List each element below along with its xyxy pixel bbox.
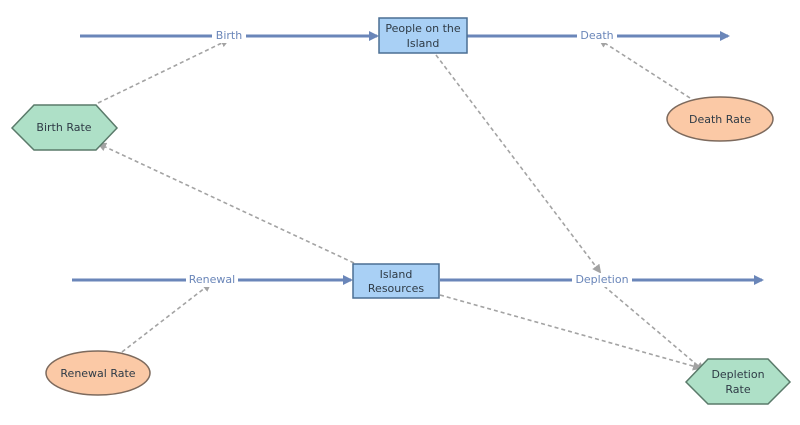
birth-rate-hexagon	[10, 104, 119, 151]
depletion-label-bg	[572, 273, 632, 287]
stock-resources-box	[352, 263, 440, 299]
variable-depletion-rate[interactable]: Depletion Rate	[684, 358, 792, 405]
death-flow-label: Death	[580, 29, 613, 42]
depletion-rate-hexagon	[684, 358, 792, 405]
link-deathrate-to-death[interactable]	[598, 38, 691, 99]
depletion-rate-label-line1: Depletion	[711, 368, 764, 381]
variable-birth-rate[interactable]: Birth Rate	[10, 104, 119, 151]
death-flow-label-group[interactable]: Death	[577, 29, 617, 43]
link-resources-to-birthrate[interactable]	[97, 142, 355, 264]
constant-renewal-rate[interactable]: Renewal Rate	[45, 350, 151, 396]
link-depletion-to-depletionrate[interactable]	[603, 285, 705, 372]
constant-death-rate[interactable]: Death Rate	[666, 96, 774, 142]
birth-flow-label: Birth	[216, 29, 242, 42]
birth-label-bg	[212, 29, 246, 43]
stock-island-resources[interactable]: Island Resources	[352, 263, 440, 299]
stock-people-box	[378, 17, 468, 54]
death-label-bg	[577, 29, 617, 43]
stock-people-label-line1: People on the	[385, 22, 461, 35]
depletion-flow-label-group[interactable]: Depletion	[572, 273, 632, 287]
depletion-flow-label: Depletion	[575, 273, 628, 286]
stock-people-on-the-island[interactable]: People on the Island	[378, 17, 468, 54]
depletion-rate-label-line2: Rate	[725, 383, 750, 396]
renewal-rate-ellipse	[45, 350, 151, 396]
stock-resources-label-line1: Island	[380, 268, 413, 281]
birth-flow-label-group[interactable]: Birth	[212, 29, 246, 43]
link-birthrate-to-birth[interactable]	[97, 39, 230, 104]
stock-people-label-line2: Island	[407, 37, 440, 50]
death-rate-ellipse	[666, 96, 774, 142]
death-rate-label: Death Rate	[689, 113, 751, 126]
renewal-flow-label: Renewal	[189, 273, 235, 286]
link-people-to-depletion[interactable]	[435, 54, 602, 274]
renewal-flow-label-group[interactable]: Renewal	[186, 273, 238, 287]
link-renewalrate-to-renewal[interactable]	[121, 282, 212, 353]
stock-resources-label-line2: Resources	[368, 282, 424, 295]
renewal-label-bg	[186, 273, 238, 287]
renewal-rate-label: Renewal Rate	[60, 367, 135, 380]
birth-rate-label: Birth Rate	[36, 121, 91, 134]
link-resources-to-depletionrate[interactable]	[439, 294, 702, 371]
